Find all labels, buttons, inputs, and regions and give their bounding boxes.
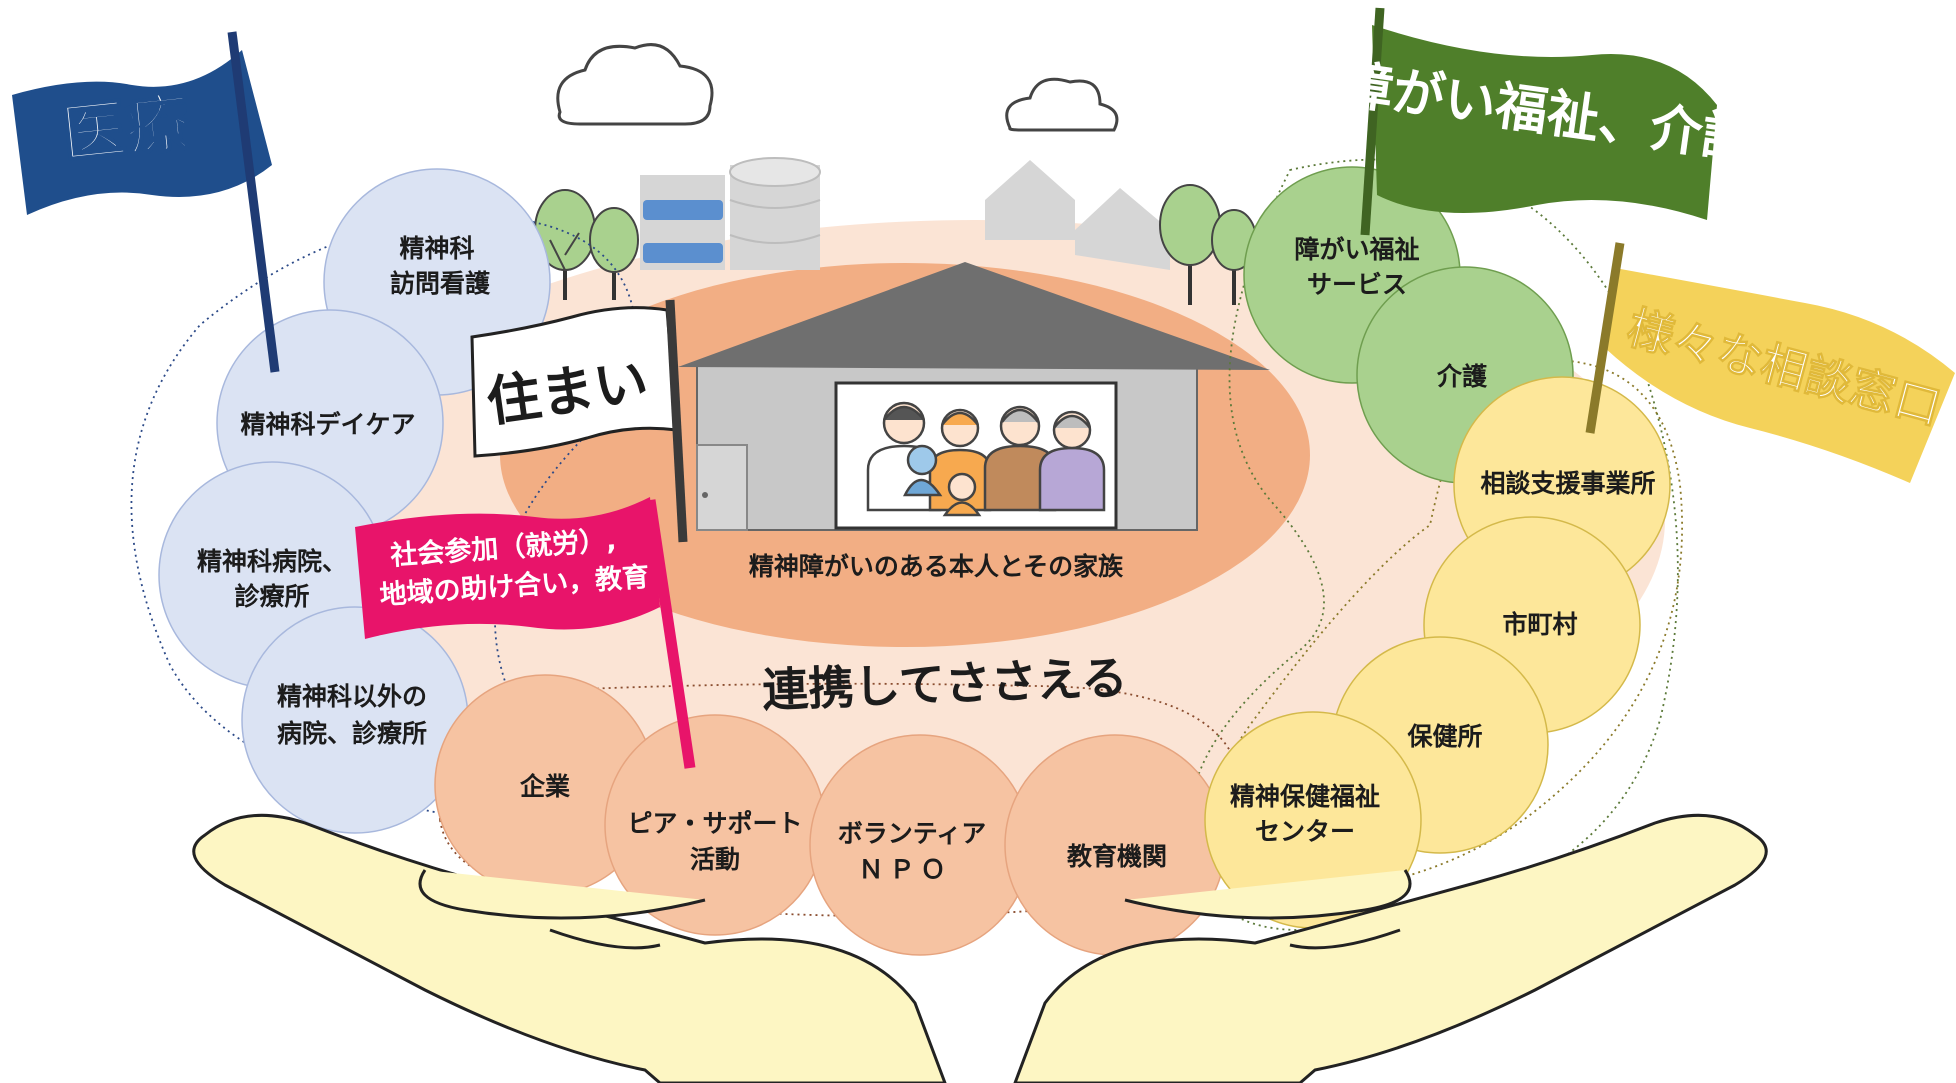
label-care: 介護 bbox=[1436, 362, 1488, 391]
label-peer-support-2: 活動 bbox=[690, 845, 740, 874]
label-peer-support-1: ピア・サポート bbox=[627, 809, 802, 838]
label-company: 企業 bbox=[520, 772, 570, 801]
label-volunteer-1: ボランティア bbox=[838, 819, 987, 848]
cloud-icon bbox=[558, 45, 712, 124]
flag-medical-label: 医療 bbox=[58, 86, 193, 173]
label-psych-hospital-2: 診療所 bbox=[234, 582, 309, 611]
building-icon bbox=[640, 158, 820, 270]
family-caption: 精神障がいのある本人とその家族 bbox=[749, 552, 1124, 581]
label-city: 市町村 bbox=[1502, 610, 1577, 639]
label-other-hospital-2: 病院、診療所 bbox=[277, 719, 427, 748]
cloud-icon bbox=[1007, 79, 1117, 130]
label-daycare: 精神科デイケア bbox=[240, 410, 415, 439]
label-mental-center-1: 精神保健福祉 bbox=[1230, 782, 1380, 811]
label-mental-center-2: センター bbox=[1255, 817, 1355, 846]
label-welfare-service-2: サービス bbox=[1307, 270, 1407, 299]
flag-medical: 医療 bbox=[12, 32, 275, 372]
label-visit-nursing-1: 精神科 bbox=[399, 234, 474, 263]
label-psych-hospital-1: 精神科病院、 bbox=[197, 547, 347, 576]
label-visit-nursing-2: 訪問看護 bbox=[390, 269, 491, 298]
label-education: 教育機関 bbox=[1067, 842, 1167, 871]
label-volunteer-2: ＮＰＯ bbox=[858, 855, 951, 884]
label-other-hospital-1: 精神科以外の bbox=[277, 682, 427, 711]
label-welfare-service-1: 障がい福祉 bbox=[1294, 235, 1419, 264]
flag-welfare: 障がい福祉、介護 bbox=[1337, 8, 1758, 235]
label-health-center: 保健所 bbox=[1406, 722, 1482, 751]
label-consult-office: 相談支援事業所 bbox=[1480, 469, 1655, 498]
